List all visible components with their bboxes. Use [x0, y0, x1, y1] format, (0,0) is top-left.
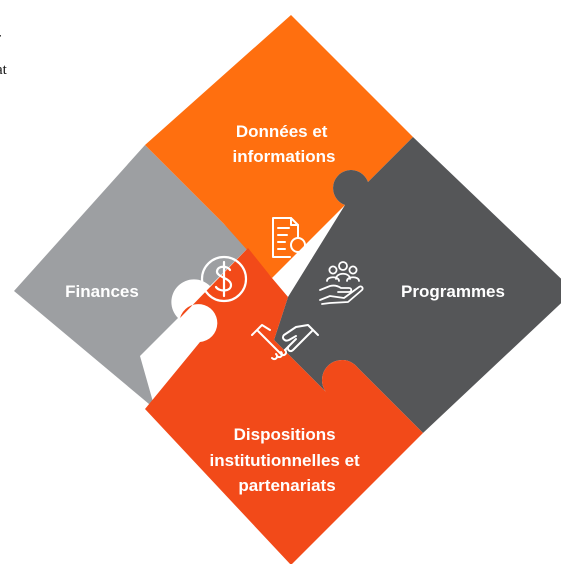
label-line: Données et: [236, 122, 328, 141]
label-line: Finances: [65, 282, 139, 301]
puzzle-piece-programmes: [274, 137, 561, 433]
label-line: Dispositions: [234, 425, 336, 444]
label-donnees: Données et informations: [233, 122, 336, 166]
document-search-icon: [272, 217, 312, 259]
label-line: institutionnelles et: [210, 451, 361, 470]
label-programmes: Programmes: [401, 282, 505, 301]
label-line: partenariats: [238, 476, 335, 495]
puzzle-piece-finances: [14, 145, 248, 409]
label-line: informations: [233, 147, 336, 166]
handshake-icon: [251, 324, 319, 361]
dollar-coin-icon: [200, 255, 248, 303]
puzzle-piece-donnees: [145, 15, 413, 278]
label-finances: Finances: [65, 282, 139, 301]
community-hand-icon: [319, 261, 364, 305]
cropped-side-text-line: r: [0, 29, 1, 47]
label-dispositions: Dispositions institutionnelles et parten…: [210, 425, 365, 495]
label-line: Programmes: [401, 282, 505, 301]
puzzle-piece-dispositions: [145, 248, 423, 564]
cropped-side-text-line: at: [0, 62, 7, 78]
